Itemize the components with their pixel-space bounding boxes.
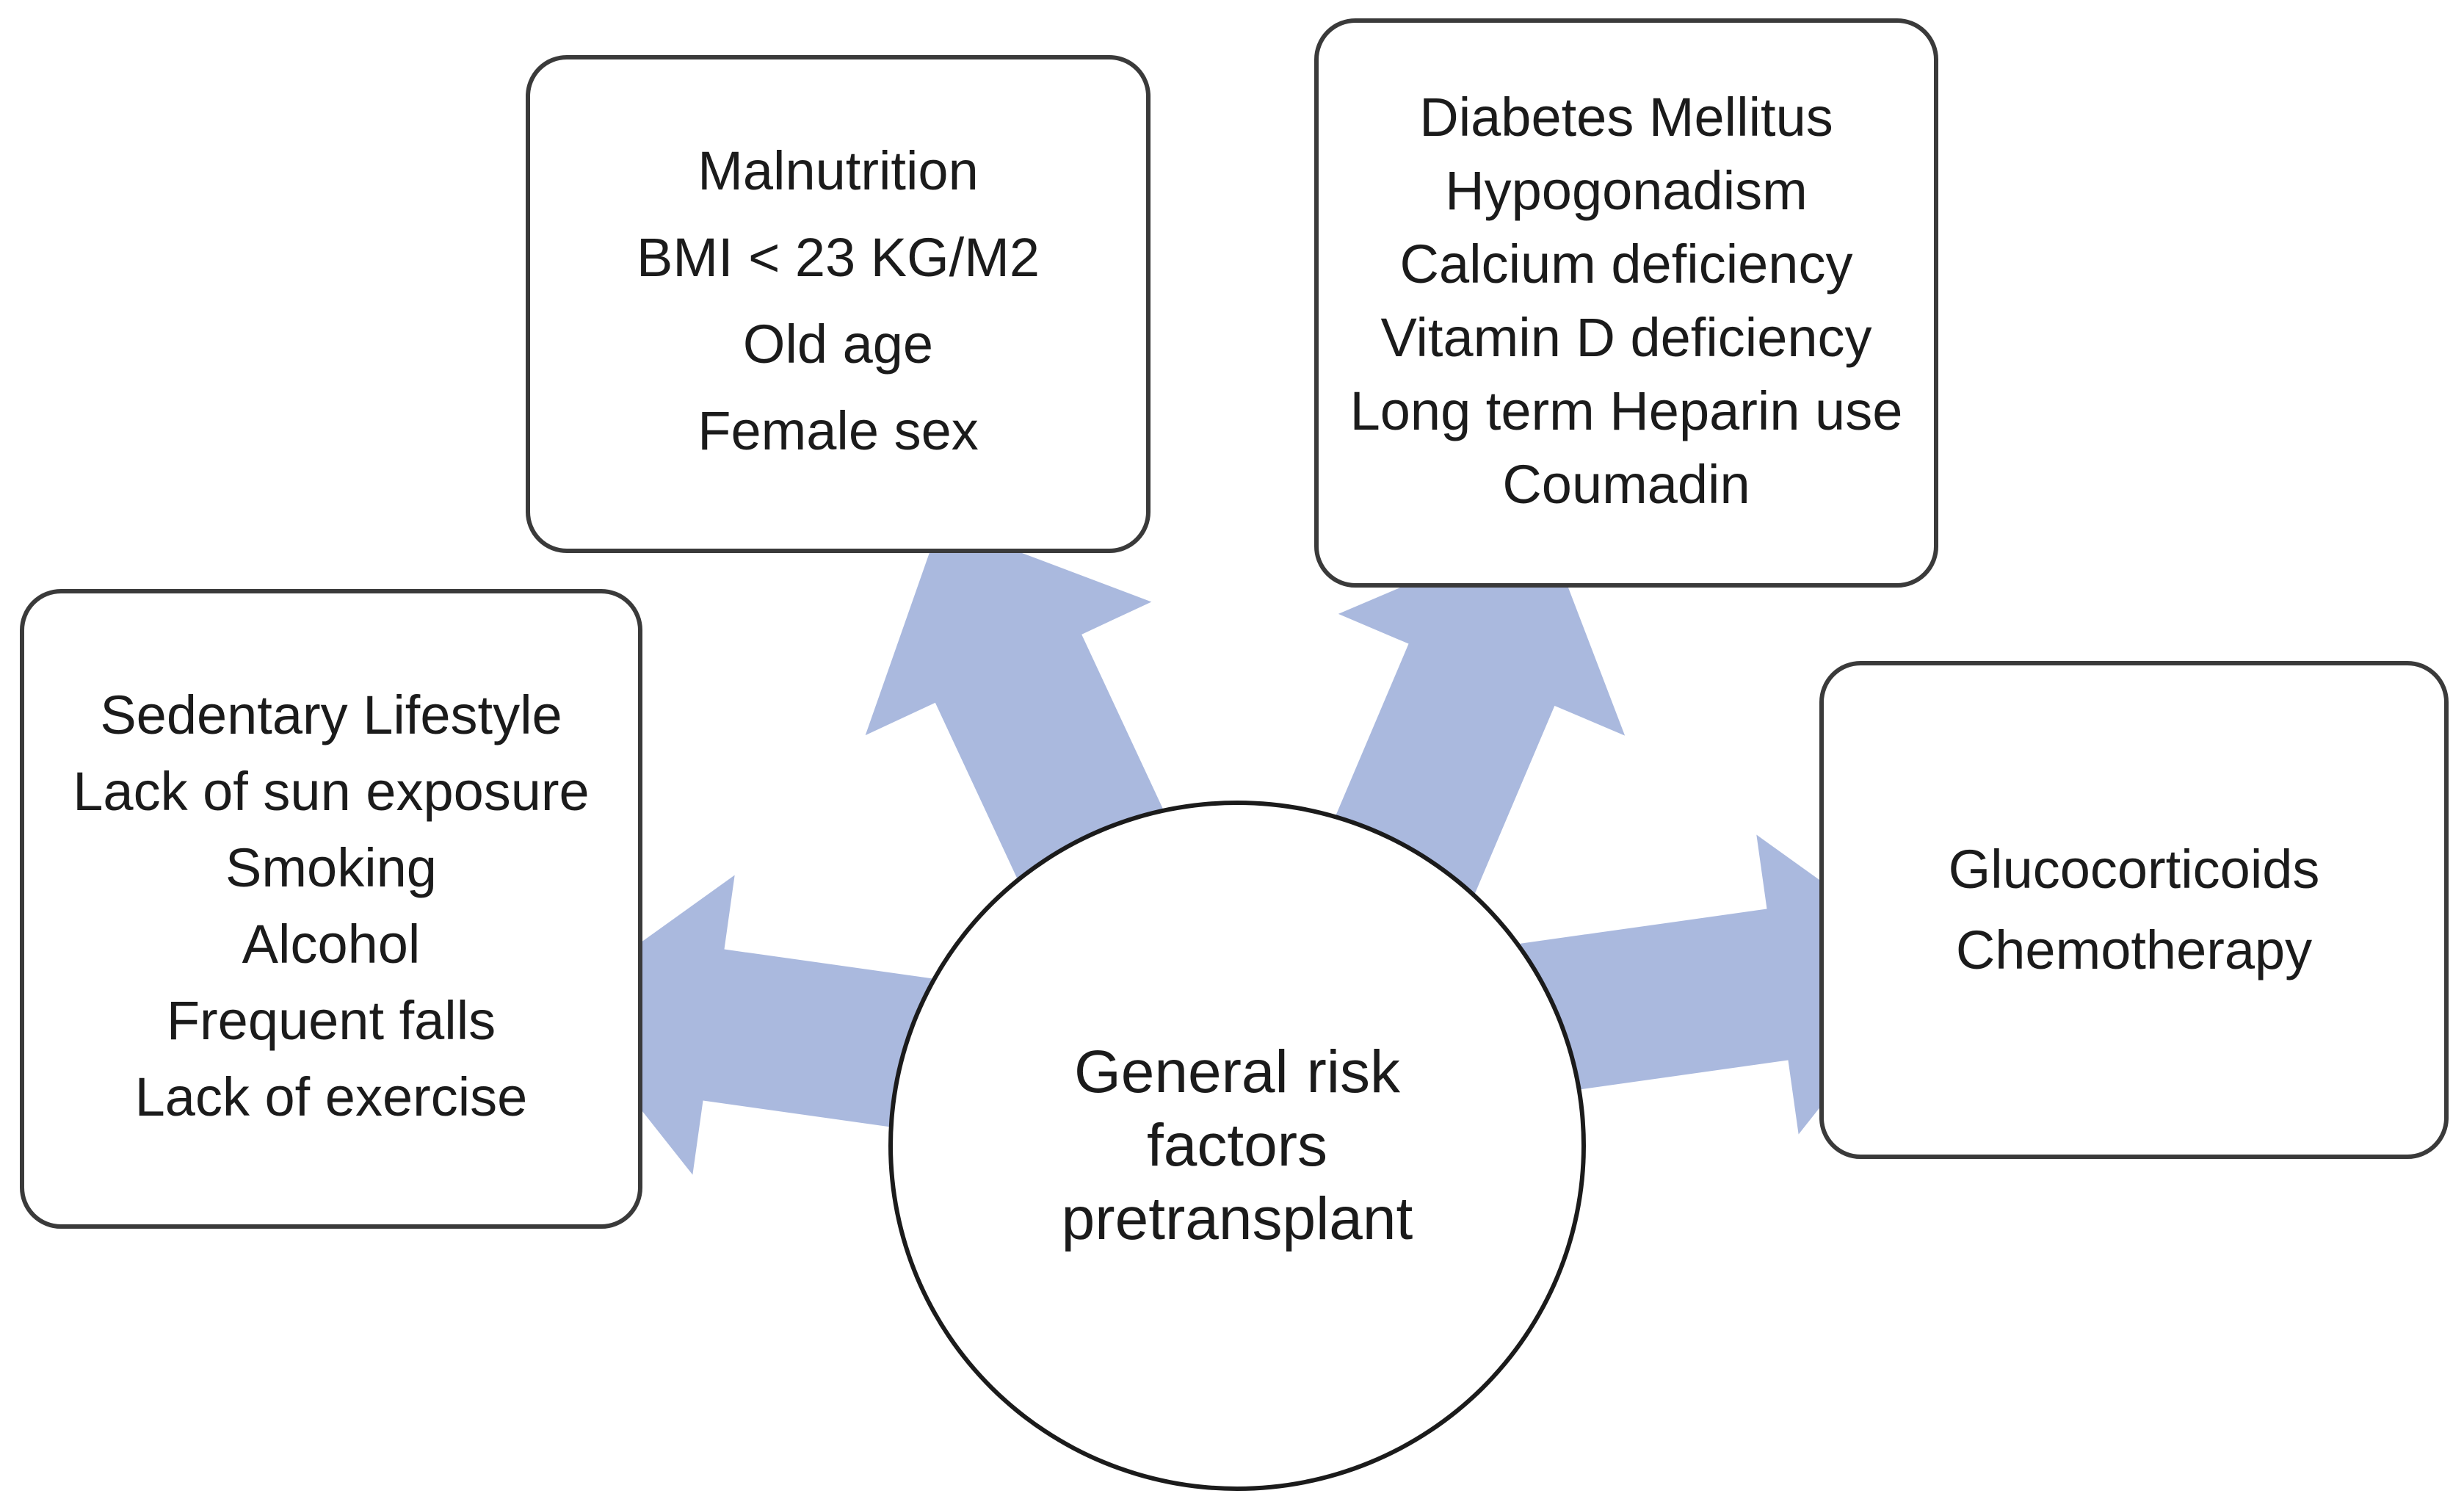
risk-factor-item: Coumadin	[1502, 453, 1750, 515]
risk-factor-item: Lack of exercise	[134, 1066, 528, 1127]
risk-factor-item: Long term Heparin use	[1349, 380, 1903, 441]
risk-factor-item: Malnutrition	[697, 140, 979, 201]
risk-factor-item: Glucocorticoids	[1948, 839, 2320, 900]
risk-factor-box-medication[interactable]: Glucocorticoids Chemotherapy	[1819, 661, 2449, 1159]
risk-factor-box-medical[interactable]: Diabetes Mellitus Hypogonadism Calcium d…	[1314, 18, 1938, 588]
risk-factor-item: Diabetes Mellitus	[1419, 86, 1833, 148]
risk-factor-item: Vitamin D deficiency	[1380, 306, 1872, 368]
risk-factor-item: Calcium deficiency	[1399, 233, 1853, 295]
center-label-line-2: factors	[1146, 1111, 1328, 1179]
risk-factor-item: Smoking	[225, 837, 437, 898]
risk-factor-item: Lack of sun exposure	[73, 760, 590, 822]
risk-factor-item: Hypogonadism	[1445, 159, 1808, 221]
risk-factor-item: Female sex	[697, 400, 979, 461]
risk-factor-box-nutrition[interactable]: Malnutrition BMI < 23 KG/M2 Old age Fema…	[526, 55, 1151, 553]
risk-factor-item: Chemotherapy	[1955, 920, 2313, 980]
risk-factor-item: Old age	[742, 314, 934, 375]
center-node-general-risk-factors[interactable]: General risk factors pretransplant	[888, 801, 1586, 1491]
risk-factor-item: BMI < 23 KG/M2	[636, 227, 1040, 288]
center-label-line-3: pretransplant	[1061, 1185, 1413, 1253]
risk-factor-box-lifestyle[interactable]: Sedentary Lifestyle Lack of sun exposure…	[20, 589, 642, 1229]
center-label-line-1: General risk	[1073, 1038, 1401, 1105]
risk-factor-item: Sedentary Lifestyle	[100, 684, 562, 745]
risk-factor-item: Frequent falls	[166, 989, 496, 1051]
risk-factor-item: Alcohol	[242, 913, 421, 975]
